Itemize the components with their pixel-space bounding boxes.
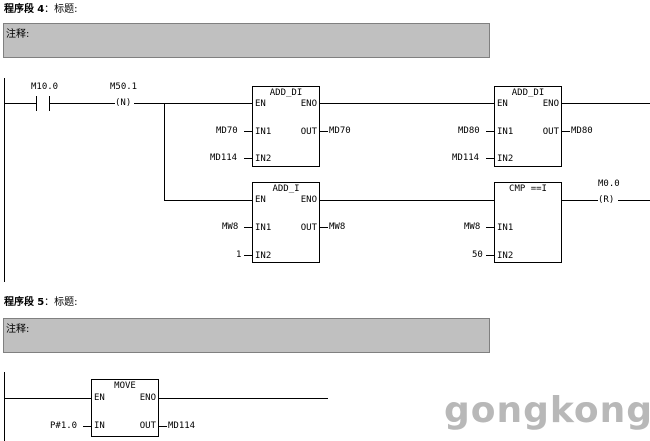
pin-en: EN: [255, 195, 266, 205]
contact-m50-1-address[interactable]: M50.1: [110, 82, 138, 92]
add-i-in2-operand[interactable]: 1: [236, 250, 242, 260]
pin-eno: ENO: [300, 195, 317, 205]
network-4-comment[interactable]: 注释:: [3, 23, 490, 58]
pin-eno: ENO: [300, 99, 317, 109]
add-di-block-1[interactable]: ADD_DI EN ENO IN1 OUT IN2: [252, 86, 320, 167]
pin-out: OUT: [542, 127, 559, 137]
pin-in2: IN2: [255, 154, 272, 164]
comment-label: 注释:: [6, 324, 30, 335]
pin-in1: IN1: [255, 223, 272, 233]
pin-in2: IN2: [255, 251, 272, 261]
block-title: MOVE: [114, 381, 136, 391]
move-block[interactable]: MOVE EN ENO IN OUT: [91, 379, 159, 437]
block-title: CMP ==I: [509, 184, 547, 194]
network-5-comment[interactable]: 注释:: [3, 318, 490, 353]
pin-in2: IN2: [497, 251, 514, 261]
add-di-1-out-operand[interactable]: MD70: [329, 126, 351, 136]
cmp-in2-operand[interactable]: 50: [472, 250, 483, 260]
add-di-2-in2-operand[interactable]: MD114: [452, 153, 480, 163]
block-title: ADD_DI: [511, 88, 545, 98]
pin-en: EN: [497, 99, 508, 109]
add-i-out-operand[interactable]: MW8: [329, 222, 346, 232]
add-i-in1-operand[interactable]: MW8: [222, 222, 239, 232]
compare-int-block[interactable]: CMP ==I IN1 IN2: [494, 182, 562, 263]
pin-in: IN: [94, 421, 105, 431]
add-di-2-out-operand[interactable]: MD80: [571, 126, 593, 136]
pin-en: EN: [255, 99, 266, 109]
block-title: ADD_DI: [269, 88, 303, 98]
add-di-1-in2-operand[interactable]: MD114: [210, 153, 238, 163]
gongkong-watermark: gongkong: [444, 390, 650, 431]
pin-in1: IN1: [497, 223, 514, 233]
pin-en: EN: [94, 393, 105, 403]
network-4-title: 程序段 4：标题:: [4, 4, 78, 15]
coil-m0-0-address[interactable]: M0.0: [598, 179, 620, 189]
block-title: ADD_I: [272, 184, 300, 194]
add-di-1-in1-operand[interactable]: MD70: [216, 126, 238, 136]
pin-in1: IN1: [497, 127, 514, 137]
add-di-block-2[interactable]: ADD_DI EN ENO IN1 OUT IN2: [494, 86, 562, 167]
negative-edge-contact[interactable]: (N): [115, 98, 132, 109]
reset-coil[interactable]: (R): [598, 195, 615, 205]
contact-m10-0-address[interactable]: M10.0: [31, 82, 59, 92]
left-power-rail: [4, 372, 5, 441]
network-5-title: 程序段 5：标题:: [4, 297, 78, 308]
pin-eno: ENO: [139, 393, 156, 403]
move-in-operand[interactable]: P#1.0: [50, 421, 78, 431]
left-power-rail: [4, 78, 5, 282]
move-out-operand[interactable]: MD114: [168, 421, 196, 431]
pin-out: OUT: [300, 223, 317, 233]
add-di-2-in1-operand[interactable]: MD80: [458, 126, 480, 136]
pin-out: OUT: [300, 127, 317, 137]
pin-in2: IN2: [497, 154, 514, 164]
pin-eno: ENO: [542, 99, 559, 109]
pin-out: OUT: [139, 421, 156, 431]
pin-in1: IN1: [255, 127, 272, 137]
comment-label: 注释:: [6, 29, 30, 40]
cmp-in1-operand[interactable]: MW8: [464, 222, 481, 232]
add-i-block[interactable]: ADD_I EN ENO IN1 OUT IN2: [252, 182, 320, 263]
